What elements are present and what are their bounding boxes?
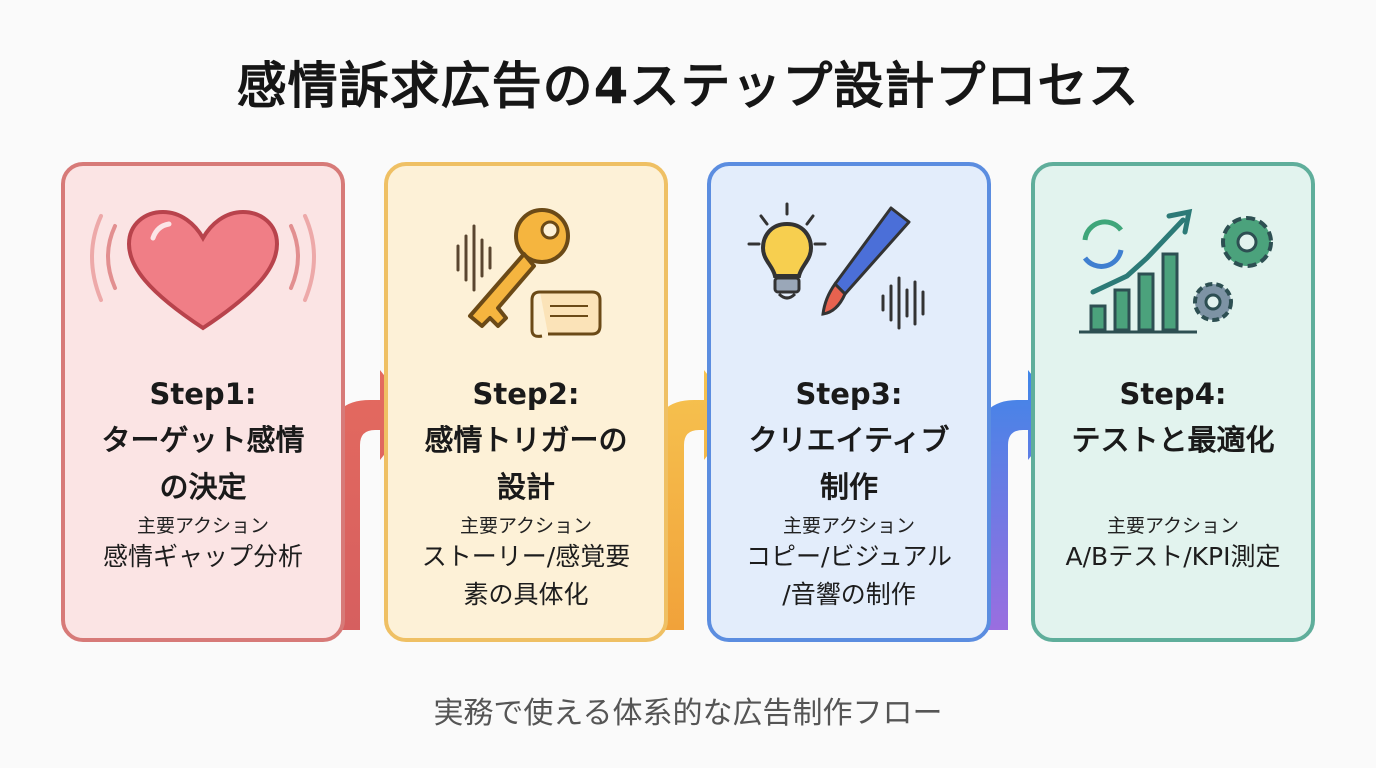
- page-title: 感情訴求広告の4ステップ設計プロセス: [236, 57, 1140, 115]
- key-icon: [456, 208, 602, 338]
- page-subtitle: 実務で使える体系的な広告制作フロー: [433, 696, 943, 731]
- step-title: Step1: ターゲット感情 の決定: [101, 377, 305, 504]
- action-label: 主要アクション: [459, 515, 593, 537]
- step-title: Step2: 感情トリガーの 設計: [424, 377, 628, 504]
- action-label: 主要アクション: [136, 515, 270, 537]
- action-text: ストーリー/感覚要 素の具体化: [421, 542, 631, 609]
- step-card-1: Step1: ターゲット感情 の決定 主要アクション 感情ギャップ分析: [61, 162, 345, 642]
- step-card-3: Step3: クリエイティブ 制作 主要アクション コピー/ビジュアル /音響の…: [707, 162, 991, 642]
- step-title: Step4: テストと最適化: [1071, 377, 1275, 458]
- action-text: A/Bテスト/KPI測定: [1065, 542, 1281, 571]
- step-card-2: Step2: 感情トリガーの 設計 主要アクション ストーリー/感覚要 素の具体…: [384, 162, 668, 642]
- action-text: コピー/ビジュアル /音響の制作: [746, 542, 952, 609]
- action-label: 主要アクション: [782, 515, 916, 537]
- chart-gears-icon: [1079, 208, 1273, 334]
- action-label: 主要アクション: [1106, 515, 1240, 537]
- lightbulb-brush-icon: [747, 202, 925, 330]
- heart-icon: [90, 209, 316, 331]
- step-title: Step3: クリエイティブ 制作: [748, 377, 950, 504]
- action-text: 感情ギャップ分析: [102, 542, 303, 571]
- step-card-4: Step4: テストと最適化 主要アクション A/Bテスト/KPI測定: [1031, 162, 1315, 642]
